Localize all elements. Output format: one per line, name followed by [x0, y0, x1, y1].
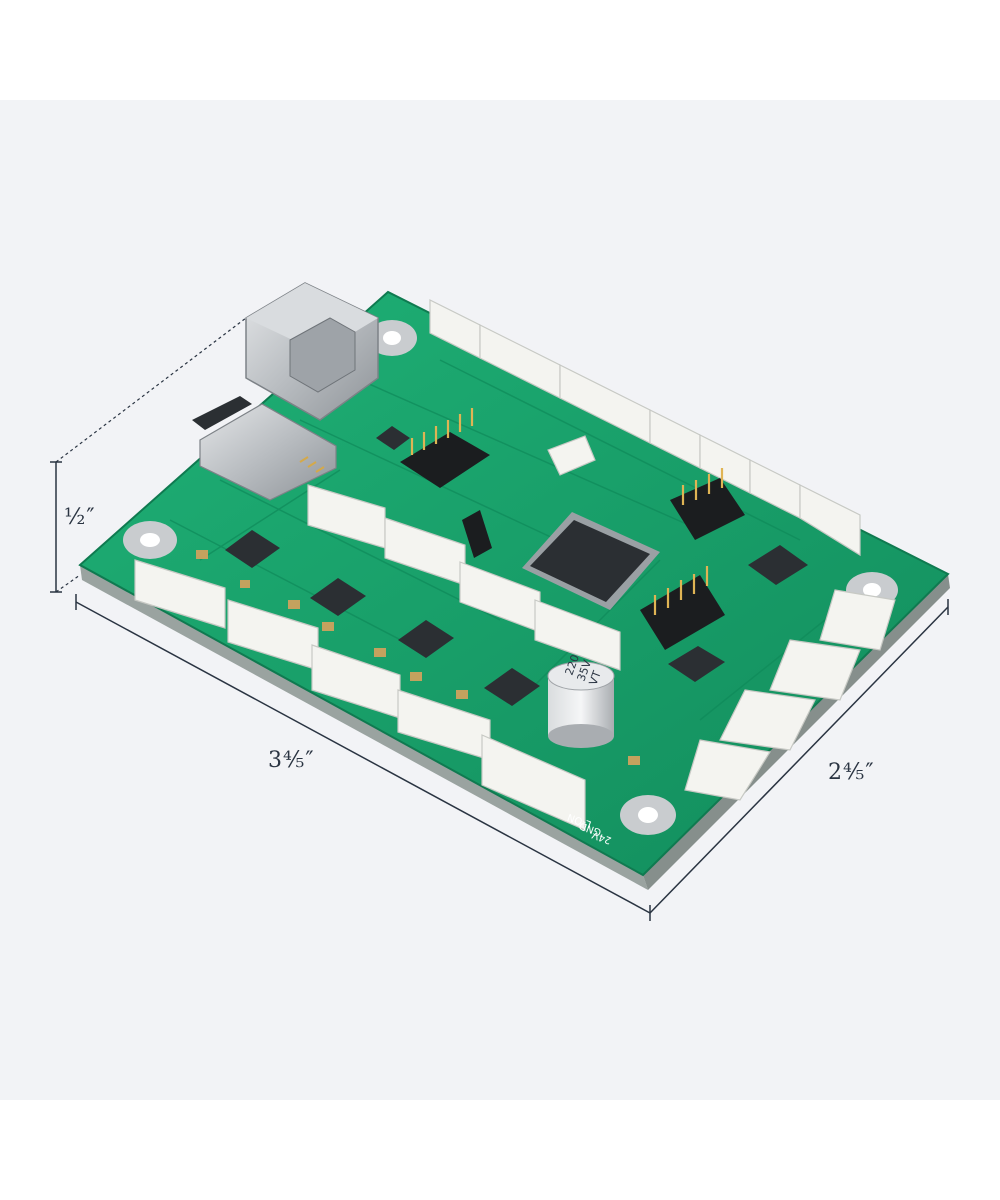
header-pins [410, 408, 724, 615]
height-extension-top [55, 317, 247, 463]
electrolytic-capacitor [547, 661, 615, 748]
top-row-connectors [429, 299, 861, 557]
main-microcontroller [522, 512, 660, 610]
pin-headers [400, 432, 745, 650]
dimension-lines [50, 317, 949, 921]
usb-b-port [245, 282, 379, 421]
smd-capacitors [196, 550, 640, 765]
height-dimension-label: ½″ [64, 505, 96, 530]
length-dimension-label: 3⅘″ [268, 748, 315, 773]
width-dimension-label: 2⅘″ [828, 760, 875, 785]
front-row-connectors [134, 559, 586, 831]
board-edge-front [80, 565, 648, 890]
right-side-connectors [684, 589, 896, 801]
driver-chips [225, 426, 808, 706]
height-extension-bottom [55, 574, 81, 593]
width-dimension-line [649, 606, 949, 914]
capacitor-marking-3: VT [587, 669, 604, 687]
microsd-slot [192, 396, 337, 501]
pcb-traces [169, 359, 851, 721]
middle-connectors [307, 435, 621, 671]
length-dimension-line [75, 601, 651, 914]
